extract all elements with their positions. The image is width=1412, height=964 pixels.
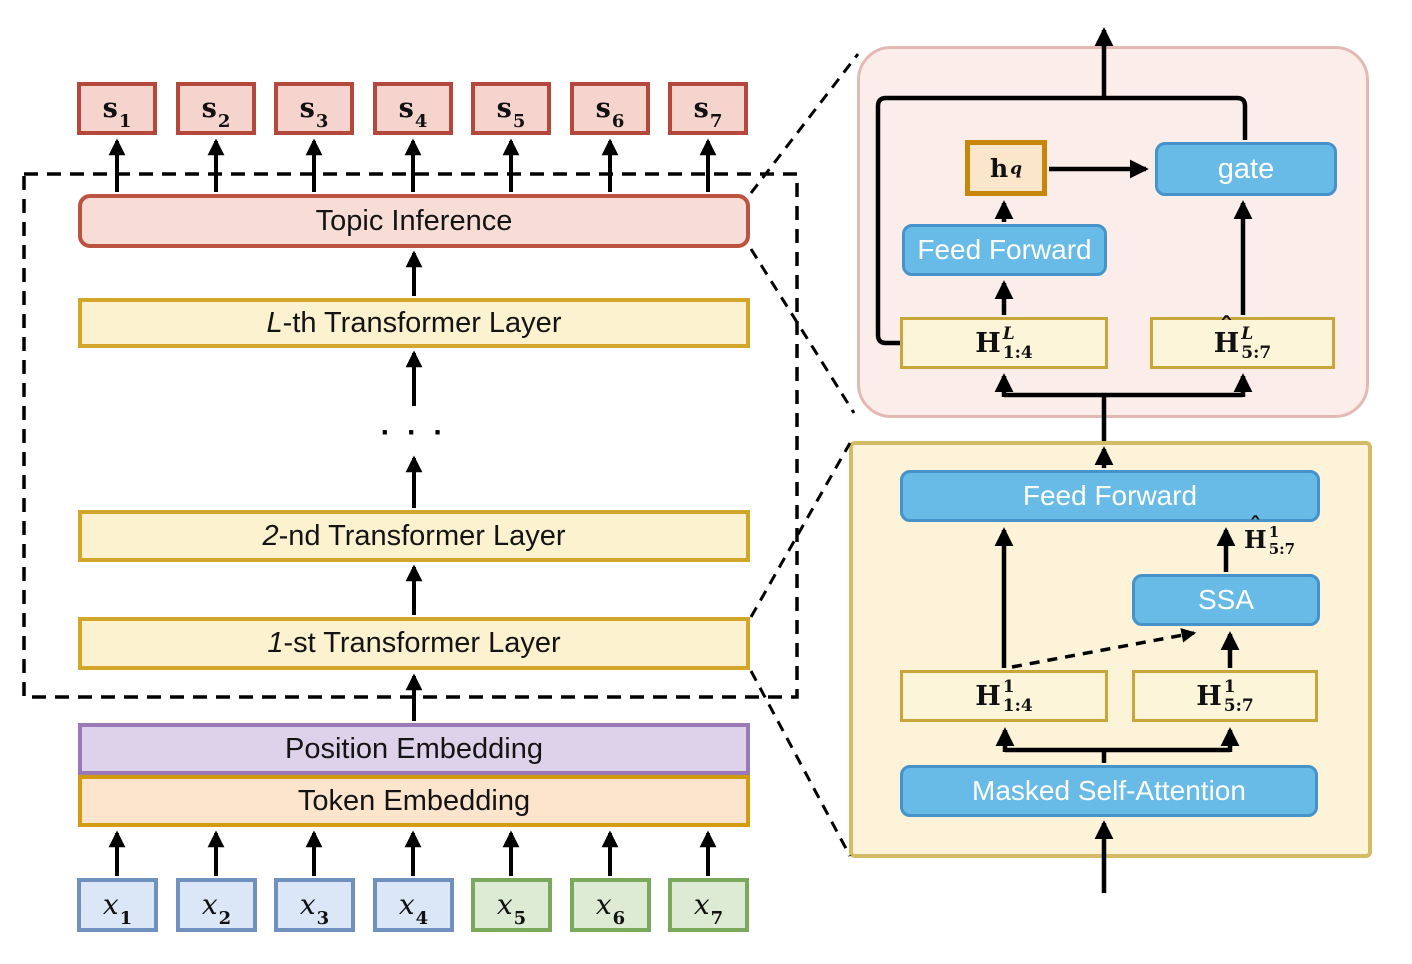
transformer-layer-2-box: 2-nd Transformer Layer xyxy=(78,510,750,562)
gate-box: gate xyxy=(1155,142,1337,196)
token-embedding-box: Token Embedding xyxy=(78,775,750,827)
transformer-layer-1-box: 1-st Transformer Layer xyxy=(78,617,750,670)
layer-feed-forward-box: Feed Forward xyxy=(900,470,1320,522)
transformer-module-wiring xyxy=(994,446,1240,893)
left-stack-arrows xyxy=(108,138,717,876)
ssa-box: SSA xyxy=(1132,574,1320,626)
topic-feed-forward-box: Feed Forward xyxy=(902,224,1107,276)
masked-self-attention-box: Masked Self-Attention xyxy=(900,765,1318,817)
transformer-layer-L-box: L-th Transformer Layer xyxy=(78,298,750,348)
dashed-scope-frame xyxy=(22,172,799,699)
topic-inference-box: Topic Inference xyxy=(78,194,750,248)
callout-connectors xyxy=(749,53,860,857)
topic-vector-hq-box: h q xyxy=(965,140,1047,196)
stack-ellipsis: · · · xyxy=(380,416,448,449)
position-embedding-box: Position Embedding xyxy=(78,723,750,775)
topic-module-wiring xyxy=(875,27,1253,441)
ssa-dashed-input xyxy=(1011,628,1197,669)
